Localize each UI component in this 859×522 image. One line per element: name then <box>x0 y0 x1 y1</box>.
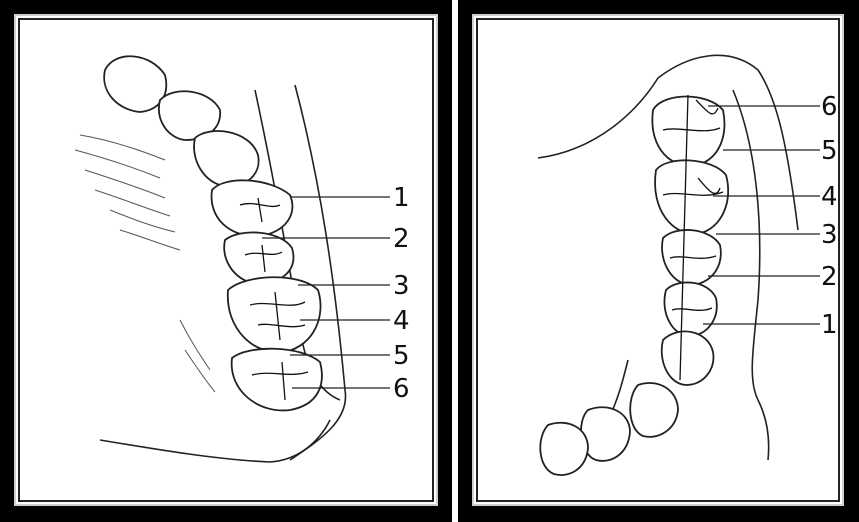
right-tooth-molar-1 <box>655 160 728 234</box>
right-tooth-molar-2 <box>652 97 724 166</box>
right-tooth-incisor-central-1 <box>581 407 630 461</box>
left-palate-hatching <box>75 135 215 392</box>
right-dental-arch-drawing: 6 5 4 3 2 1 <box>458 0 859 522</box>
left-jaw-line <box>100 420 330 462</box>
left-label-2: 2 <box>393 224 410 254</box>
right-lower-line <box>758 400 769 460</box>
left-label-1: 1 <box>393 183 410 213</box>
right-tooth-incisor-lateral <box>630 383 678 437</box>
right-panel: 6 5 4 3 2 1 <box>458 0 859 522</box>
right-label-1: 1 <box>821 310 838 340</box>
left-label-5: 5 <box>393 341 410 371</box>
left-dental-arch-drawing: 1 2 3 4 5 6 <box>0 0 452 522</box>
right-label-3: 3 <box>821 220 838 250</box>
right-outer-gum-line <box>733 90 760 400</box>
right-tooth-incisor-central-2 <box>540 423 588 475</box>
right-label-4: 4 <box>821 182 838 212</box>
left-tooth-premolar-1 <box>212 180 293 236</box>
right-tooth-canine <box>662 331 714 385</box>
left-tooth-premolar-2 <box>224 232 293 284</box>
left-tooth-molar-2 <box>232 349 322 411</box>
right-label-5: 5 <box>821 136 838 166</box>
left-tooth-molar-1 <box>228 277 321 352</box>
left-label-3: 3 <box>393 271 410 301</box>
left-tooth-canine <box>194 131 259 186</box>
left-tooth-incisor <box>104 56 166 112</box>
left-panel: 1 2 3 4 5 6 <box>0 0 452 522</box>
right-label-6: 6 <box>821 92 838 122</box>
left-label-4: 4 <box>393 306 410 336</box>
left-label-6: 6 <box>393 374 410 404</box>
right-label-2: 2 <box>821 262 838 292</box>
